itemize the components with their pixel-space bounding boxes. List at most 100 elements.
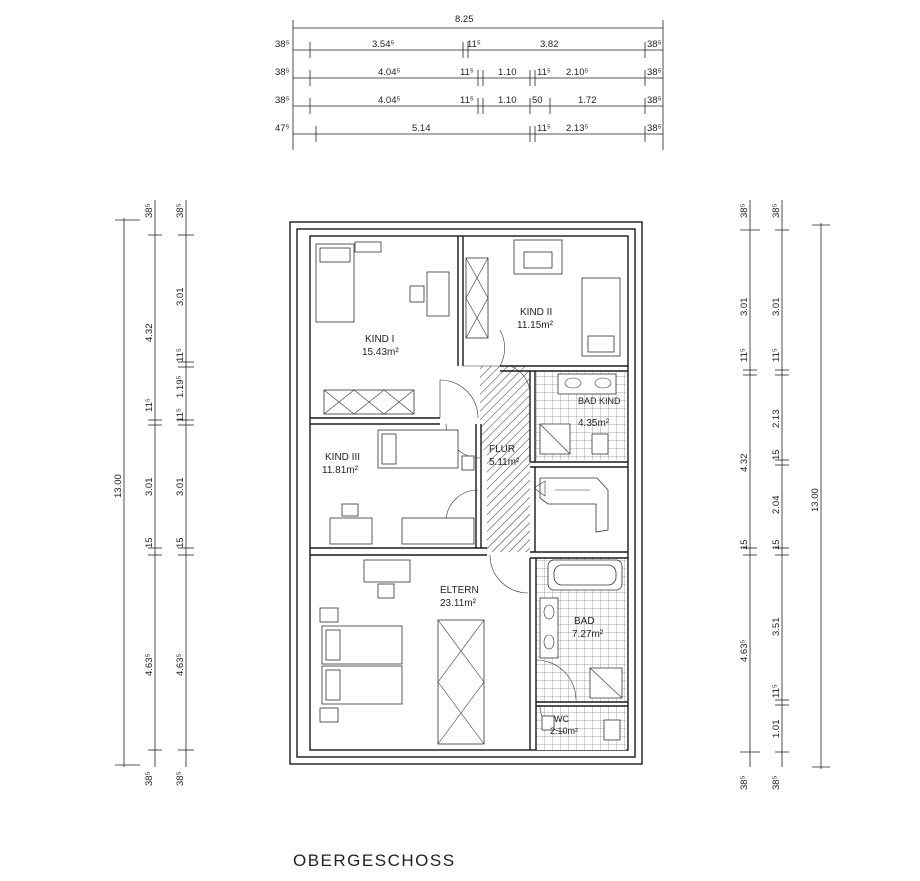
right-inner-10: 1.01 bbox=[771, 720, 782, 739]
kind-3-furniture bbox=[329, 429, 475, 545]
left-inner-1: 38⁵ bbox=[175, 203, 186, 218]
wardrobe-eltern bbox=[437, 619, 485, 745]
staircase bbox=[533, 477, 609, 533]
top-dim-4-a: 5.14 bbox=[412, 123, 431, 134]
room-name-bad-kind: BAD KIND bbox=[578, 396, 621, 406]
room-name-kind-3: KIND III bbox=[325, 452, 360, 463]
door-bad-kind bbox=[509, 365, 531, 396]
left-dimensions: 13.00 38⁵ 4.32 11⁵ 3.01 15 4.63⁵ 38⁵ 38⁵… bbox=[113, 200, 194, 786]
bad-furniture bbox=[539, 559, 623, 699]
top-dim-2-d: 11⁵ bbox=[537, 67, 551, 78]
right-inner-4: 2.13 bbox=[771, 410, 782, 429]
chair-kind-1 bbox=[409, 285, 425, 303]
top-dim-4-c: 2.13⁵ bbox=[566, 123, 588, 134]
room-area-flur: 5.11m² bbox=[489, 457, 520, 468]
right-outer-6: 4.63⁵ bbox=[739, 640, 750, 662]
top-dim-2-a: 4.04⁵ bbox=[378, 67, 400, 78]
desk-eltern bbox=[363, 559, 411, 583]
left-outer-6: 4.63⁵ bbox=[144, 654, 155, 676]
room-area-bad: 7.27m² bbox=[572, 629, 604, 640]
left-dim-total: 13.00 bbox=[113, 474, 124, 498]
room-name-wc: WC bbox=[554, 714, 569, 724]
right-inner-3: 11⁵ bbox=[771, 348, 782, 362]
door-eltern bbox=[489, 554, 529, 594]
room-area-bad-kind: 4.35m² bbox=[578, 418, 610, 429]
left-inner-5: 11⁵ bbox=[175, 408, 186, 422]
top-dim-4-right: 38⁵ bbox=[647, 123, 662, 134]
door-kind-2 bbox=[463, 329, 505, 367]
eltern-furniture bbox=[319, 559, 485, 745]
toilet-wc bbox=[603, 719, 621, 741]
top-dim-2-e: 2.10⁵ bbox=[566, 67, 588, 78]
left-inner-3: 11⁵ bbox=[175, 348, 186, 362]
room-name-eltern: ELTERN bbox=[440, 585, 479, 596]
top-dim-3-d: 50 bbox=[532, 95, 543, 106]
top-dim-3-right: 38⁵ bbox=[647, 95, 662, 106]
double-sink bbox=[557, 373, 617, 395]
desk-kind-3 bbox=[329, 517, 373, 545]
door-kind-3 bbox=[445, 489, 479, 521]
right-inner-7: 15 bbox=[771, 539, 782, 550]
top-dim-1-b: 11⁵ bbox=[467, 39, 481, 50]
left-outer-2: 4.32 bbox=[144, 324, 155, 343]
sinks-bad bbox=[539, 597, 559, 659]
right-outer-1: 38⁵ bbox=[739, 203, 750, 218]
top-dim-2-right: 38⁵ bbox=[647, 67, 662, 78]
room-name-bad: BAD bbox=[574, 616, 595, 627]
right-inner-5: 15 bbox=[771, 449, 782, 460]
left-outer-1: 38⁵ bbox=[144, 203, 155, 218]
room-area-wc: 2.10m² bbox=[550, 726, 578, 736]
right-inner-1: 38⁵ bbox=[771, 203, 782, 218]
wc-furniture bbox=[541, 715, 621, 741]
room-area-kind-3: 11.81m² bbox=[322, 465, 359, 476]
left-outer-7: 38⁵ bbox=[144, 771, 155, 786]
desk-kind-1 bbox=[426, 271, 450, 317]
room-name-kind-1: KIND I bbox=[365, 334, 394, 345]
plan-title: OBERGESCHOSS bbox=[293, 851, 456, 870]
building: KIND I 15.43m² KIND II 11.15m² BAD KIND … bbox=[289, 221, 643, 765]
left-inner-8: 4.63⁵ bbox=[175, 654, 186, 676]
top-dimensions: 8.25 38⁵ 3.54⁵ 11⁵ 3.82 38⁵ 38⁵ 4.04⁵ 11… bbox=[275, 14, 664, 150]
top-dim-total: 8.25 bbox=[455, 14, 474, 25]
right-inner-11: 38⁵ bbox=[771, 775, 782, 790]
top-dim-2-left: 38⁵ bbox=[275, 67, 290, 78]
door-bad bbox=[535, 659, 577, 701]
top-dim-3-b: 11⁵ bbox=[460, 95, 474, 106]
left-inner-6: 3.01 bbox=[175, 478, 186, 497]
top-dim-3-e: 1.72 bbox=[578, 95, 597, 106]
right-outer-4: 4.32 bbox=[739, 454, 750, 473]
room-name-kind-2: KIND II bbox=[520, 307, 552, 318]
top-dim-3-a: 4.04⁵ bbox=[378, 95, 400, 106]
room-area-eltern: 23.11m² bbox=[440, 598, 477, 609]
left-outer-3: 11⁵ bbox=[144, 398, 155, 412]
wardrobe-kind-3 bbox=[401, 517, 475, 545]
room-area-kind-2: 11.15m² bbox=[517, 320, 554, 331]
top-dim-1-left: 38⁵ bbox=[275, 39, 290, 50]
right-outer-2: 3.01 bbox=[739, 298, 750, 317]
top-dim-3-left: 38⁵ bbox=[275, 95, 290, 106]
left-outer-4: 3.01 bbox=[144, 478, 155, 497]
right-inner-6: 2.04 bbox=[771, 496, 782, 515]
right-outer-7: 38⁵ bbox=[739, 775, 750, 790]
left-inner-2: 3.01 bbox=[175, 288, 186, 307]
top-dim-2-b: 11⁵ bbox=[460, 67, 474, 78]
bad-kind-furniture bbox=[539, 373, 617, 455]
right-inner-9: 11⁵ bbox=[771, 684, 782, 698]
left-inner-7: 15 bbox=[175, 537, 186, 548]
kind-2-furniture bbox=[465, 239, 621, 357]
right-dimensions: 38⁵ 3.01 11⁵ 4.32 15 4.63⁵ 38⁵ 38⁵ 3.01 … bbox=[739, 200, 830, 790]
top-dim-1-right: 38⁵ bbox=[647, 39, 662, 50]
top-dim-1-c: 3.82 bbox=[540, 39, 559, 50]
top-dim-3-c: 1.10 bbox=[498, 95, 517, 106]
top-dim-1-a: 3.54⁵ bbox=[372, 39, 394, 50]
wardrobe-kind-2 bbox=[465, 257, 489, 339]
flur-hatch bbox=[480, 366, 530, 552]
right-inner-2: 3.01 bbox=[771, 298, 782, 317]
left-inner-9: 38⁵ bbox=[175, 771, 186, 786]
left-inner-4: 1.19⁵ bbox=[175, 376, 186, 398]
toilet-kind bbox=[591, 433, 609, 455]
room-area-kind-1: 15.43m² bbox=[362, 347, 399, 358]
right-dim-total: 13.00 bbox=[810, 488, 821, 512]
door-kind-1 bbox=[439, 379, 479, 419]
